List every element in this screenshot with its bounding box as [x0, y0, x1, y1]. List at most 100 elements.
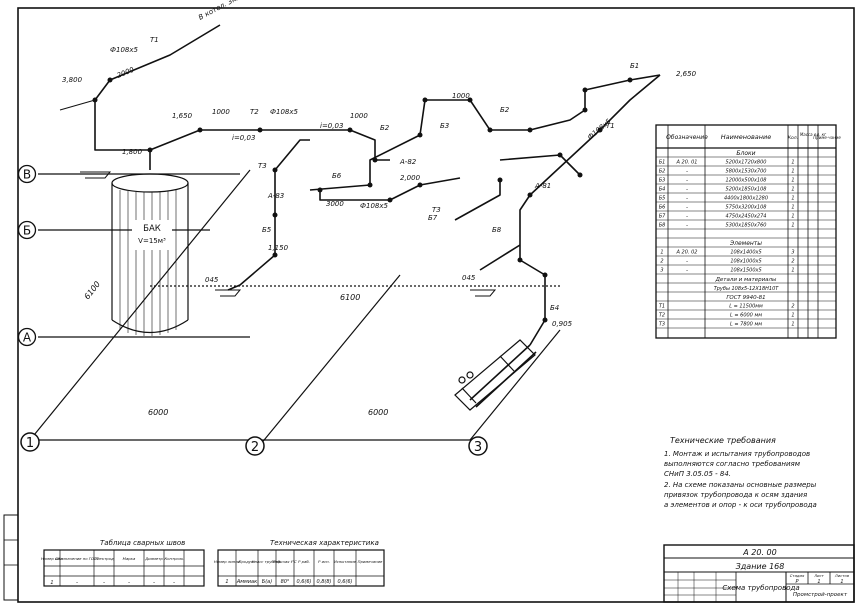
label-b5: Б5 [262, 226, 272, 234]
title-sheets: 1 [840, 579, 843, 585]
label-b7: Б7 [428, 214, 438, 222]
spec-row-name: 5200х1850х108 [726, 187, 767, 193]
weld-cell-3: - [103, 580, 105, 586]
label-dim-1000-c: 1000 [452, 92, 470, 100]
label-t1-a: Т1 [150, 36, 159, 44]
axis-marker-v: В [17, 164, 37, 184]
spec-detail-pos: Т1 [659, 304, 665, 310]
spec-row-code: А 20. 01 [676, 160, 698, 166]
spec-row-code: - [686, 214, 688, 220]
spec-row-name: 12000х500х108 [726, 178, 767, 184]
weld-header-1: Номер шва [41, 556, 64, 561]
spec-detail-qty: 1 [791, 322, 794, 328]
spec-row-name: 5800х1530х700 [726, 169, 767, 175]
spec-row-code: - [686, 196, 688, 202]
requirements-line-5: привязок трубопровода к осям здания [664, 491, 807, 499]
tech-cell-2: Аммиак [236, 579, 257, 585]
spec-row-pos: Б8 [659, 223, 666, 229]
tech-header-3: Класс трубопр. [252, 559, 282, 564]
spec-row-qty: 1 [791, 214, 794, 220]
axis-marker-2: 2 [245, 436, 265, 456]
tech-table-text: Номер линии Продукт Класс трубопр. Рабоч… [214, 559, 383, 585]
label-b3: Б3 [440, 122, 449, 130]
label-slope-1: i=0,03 [232, 134, 255, 142]
title-col-sheets: Листов [834, 573, 850, 578]
label-b2: Б2 [380, 124, 390, 132]
label-elev-0905: 0,905 [552, 320, 573, 328]
requirements-title: Технические требования [670, 436, 776, 445]
spec-section-elements: Элементы [729, 240, 762, 247]
label-pipe-108-b: Ф108х5 [270, 108, 299, 116]
label-node-a82: А-82 [399, 158, 417, 166]
left-stamp [3, 514, 19, 601]
weld-header-6: Контроль [164, 556, 183, 561]
title-sheet: 1 [817, 579, 820, 585]
spec-table-text: Обозначение Наименование Кол. Масса ед. … [666, 132, 841, 301]
tech-cell-1: 1 [225, 579, 228, 585]
spec-row-pos: Б2 [659, 169, 666, 175]
spec-row-pos: Б7 [659, 214, 666, 220]
spec-table [655, 124, 837, 339]
weld-cell-4: - [128, 580, 130, 586]
spec-detail-name: L = 6000 мм [730, 313, 762, 319]
title-col-sheet: Лист [813, 573, 824, 578]
label-elev-1150: 1,150 [268, 244, 289, 252]
label-elev-1800: 1,800 [122, 148, 143, 156]
axis-marker-b: Б [17, 220, 37, 240]
end-valve [454, 339, 536, 411]
label-slope-2: i=0,03 [320, 122, 343, 130]
requirements-line-6: а элементов и опор - к оси трубопровода [664, 501, 817, 509]
pipeline-labels: В котел. 3к3 Ф108х5 Т1 3,800 2000 1,650 … [62, 0, 697, 328]
label-b4: Б4 [550, 304, 559, 312]
tank-volume: V=15м³ [138, 237, 166, 245]
label-b1: Б1 [630, 62, 639, 70]
label-dim-3000: 3000 [326, 200, 344, 208]
tech-header-5: Р раб. [298, 559, 310, 564]
spec-detail-qty: 2 [791, 304, 794, 310]
spec-row-code: - [686, 187, 688, 193]
spec-row-code: - [686, 205, 688, 211]
spec-row-qty: 1 [791, 205, 794, 211]
axis-marker-1: 1 [20, 432, 40, 452]
spec-row-name: 5750х3200х108 [726, 205, 767, 211]
spec-row-pos: Б5 [659, 196, 666, 202]
label-dim-2000: 2000 [116, 66, 136, 80]
spec-element-code: А 20. 02 [676, 250, 698, 256]
tech-requirements: Технические требования 1. Монтаж и испыт… [664, 436, 817, 509]
spec-detail-pos: Т3 [659, 322, 665, 328]
title-col-stage: Стадия [790, 573, 805, 578]
spec-header-mass: Масса ед. кг [800, 132, 827, 137]
axis-label-v: В [23, 168, 31, 182]
weld-header-3: Электрод [93, 556, 114, 561]
dim-6100-b: 6100 [82, 280, 102, 302]
tech-cell-5: 0,6(6) [296, 579, 311, 585]
label-elev-1650: 1,650 [172, 112, 193, 120]
spec-row-code: - [686, 178, 688, 184]
spec-element-pos: 2 [660, 259, 663, 265]
axis-label-a: А [23, 331, 32, 345]
tech-header-2: Продукт [239, 559, 257, 564]
label-support-045-a: 045 [205, 276, 219, 284]
title-block [663, 544, 855, 603]
label-t1-b: Т1 [606, 122, 615, 130]
label-pipe-108-c: Ф108х5 [360, 202, 389, 210]
requirements-line-3: СНиП 3.05.05 - 84. [664, 470, 731, 478]
weld-header-5: Диаметр [144, 556, 163, 561]
spec-details-note-1: Трубы 108х5-12Х18Н10Т [714, 286, 780, 292]
spec-row-pos: Б4 [659, 187, 666, 193]
spec-element-code: - [686, 259, 688, 265]
requirements-line-2: выполняются согласно требованиям [664, 460, 801, 468]
spec-detail-name: L = 7800 мм [730, 322, 762, 328]
spec-row-code: - [686, 169, 688, 175]
spec-row-qty: 1 [791, 223, 794, 229]
spec-header-name: Наименование [721, 133, 772, 141]
spec-element-qty: 1 [791, 268, 794, 274]
spec-section-details: Детали и материалы [715, 277, 777, 283]
tech-table-title: Техническая характеристика [270, 539, 379, 547]
weld-cell-5: - [153, 580, 155, 586]
label-t2: Т2 [250, 108, 259, 116]
tech-cell-3: Б(а) [262, 579, 272, 585]
tech-header-7: Испытание [334, 559, 357, 564]
spec-element-pos: 3 [660, 268, 663, 274]
